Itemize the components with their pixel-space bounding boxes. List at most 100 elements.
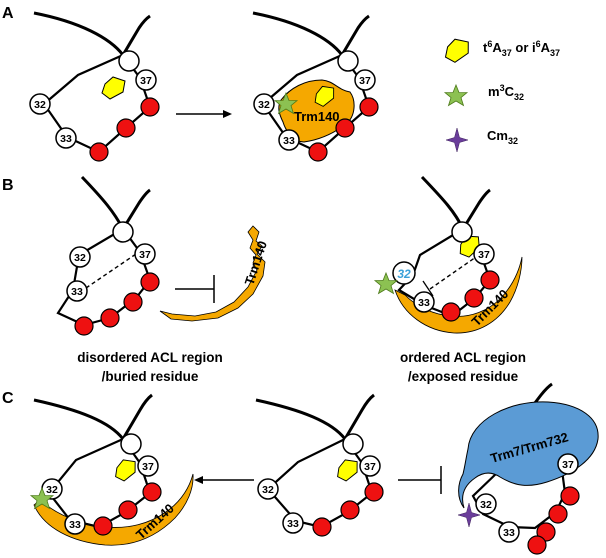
inhibition-icon — [398, 466, 442, 494]
caption-left-line1: disordered ACL region — [77, 350, 223, 365]
nucleotide-circle — [337, 50, 359, 72]
nucleotide-32 — [475, 493, 497, 515]
nucleotide-37 — [557, 453, 579, 475]
nucleotide-32 — [253, 93, 275, 115]
nucleotide-33 — [278, 129, 300, 151]
nucleotide-32 — [69, 246, 91, 268]
nucleotide-37 — [359, 455, 381, 477]
label-32: 32 — [480, 499, 492, 511]
label-33: 33 — [71, 286, 83, 298]
red-nucleotide — [359, 97, 379, 117]
hexagon-icon — [101, 76, 126, 100]
panel-c-right-trna: Trm7/Trm732 37 32 33 — [457, 382, 599, 555]
red-nucleotide — [100, 308, 120, 328]
arrow-right-icon — [176, 110, 232, 118]
panel-b-right-trna: Trm140 37 32 33 — [374, 175, 523, 334]
label-32: 32 — [262, 484, 274, 496]
label-37: 37 — [364, 461, 376, 473]
nucleotide-37 — [137, 455, 159, 477]
nucleotide-circle — [112, 221, 134, 243]
legend: t6A37 or i6A37 m3C32 Cm32 — [444, 38, 560, 153]
red-nucleotide — [480, 270, 500, 290]
red-nucleotide — [364, 482, 384, 502]
label-33: 33 — [503, 527, 515, 539]
nucleotide-33 — [282, 512, 304, 534]
nucleotide-32 — [29, 93, 51, 115]
nucleotide-37 — [473, 243, 495, 265]
nucleotide-32 — [257, 478, 279, 500]
label-33: 33 — [60, 133, 72, 145]
nucleotide-circle — [118, 50, 140, 72]
nucleotide-circle — [120, 433, 142, 455]
nucleotide-33 — [498, 521, 520, 543]
trm140-free: Trm140 — [159, 225, 270, 322]
label-37: 37 — [139, 249, 151, 261]
arrow-left-icon — [194, 476, 254, 484]
red-nucleotide — [464, 288, 484, 308]
label-32: 32 — [46, 484, 58, 496]
red-nucleotide — [118, 500, 138, 520]
panel-b-left-trna: 37 32 33 — [56, 175, 160, 336]
nucleotide-circle — [451, 221, 473, 243]
red-nucleotide — [142, 482, 162, 502]
red-nucleotide — [335, 118, 355, 138]
hexagon-icon — [112, 457, 139, 483]
label-37: 37 — [142, 461, 154, 473]
panel-label-a: A — [2, 5, 14, 22]
red-nucleotide — [116, 118, 136, 138]
panel-label-c: C — [2, 390, 14, 407]
nucleotide-33 — [66, 280, 88, 302]
red-nucleotide — [548, 504, 568, 524]
label-33: 33 — [287, 518, 299, 530]
panel-c-left-trna: Trm140 37 32 33 — [30, 393, 194, 546]
label-32-exposed: 32 — [397, 267, 411, 281]
panel-label-b: B — [2, 177, 14, 194]
caption-right-line1: ordered ACL region — [400, 350, 526, 365]
panel-a-left-trna: 37 32 33 — [29, 11, 160, 162]
red-nucleotide — [536, 522, 556, 542]
nucleotide-33 — [413, 291, 435, 313]
inhibition-icon — [175, 275, 215, 303]
inhibition-tick — [422, 280, 434, 297]
label-32: 32 — [258, 99, 270, 111]
nucleotide-37 — [134, 243, 156, 265]
panel-c-middle-trna: 37 32 33 — [255, 393, 384, 537]
dashed-interaction — [429, 256, 477, 290]
red-nucleotide — [74, 316, 94, 336]
legend-m3c-label: m3C32 — [488, 83, 524, 102]
trm140-label: Trm140 — [242, 239, 270, 287]
dashed-interaction — [85, 253, 137, 289]
label-32: 32 — [74, 252, 86, 264]
cm-star-icon — [445, 127, 469, 153]
label-37: 37 — [359, 75, 371, 87]
hexagon-icon — [334, 457, 361, 483]
panel-a-right-trna: Trm140 37 32 33 — [252, 11, 379, 162]
red-nucleotide — [89, 142, 109, 162]
nucleotide-circle — [342, 433, 364, 455]
caption-left-line2: /buried residue — [102, 369, 199, 384]
trm140-label: Trm140 — [294, 109, 340, 124]
red-nucleotide — [123, 292, 143, 312]
trm7-blob — [458, 401, 599, 509]
label-37: 37 — [478, 249, 490, 261]
caption-right-line2: /exposed residue — [408, 369, 519, 384]
red-nucleotide — [560, 486, 580, 506]
label-37: 37 — [140, 75, 152, 87]
red-nucleotide — [441, 302, 461, 322]
red-nucleotide — [527, 535, 547, 555]
red-nucleotide — [340, 500, 360, 520]
legend-hexagon-label: t6A37 or i6A37 — [483, 39, 560, 58]
nucleotide-37 — [135, 69, 157, 91]
nucleotide-32-exposed — [392, 261, 416, 285]
nucleotide-37 — [354, 69, 376, 91]
label-33: 33 — [69, 519, 81, 531]
red-nucleotide — [308, 142, 328, 162]
label-32: 32 — [34, 99, 46, 111]
red-nucleotide — [140, 272, 160, 292]
hexagon-icon — [444, 38, 469, 63]
label-33: 33 — [283, 135, 295, 147]
label-37: 37 — [562, 459, 574, 471]
label-33: 33 — [418, 297, 430, 309]
legend-cm-label: Cm32 — [487, 128, 518, 146]
